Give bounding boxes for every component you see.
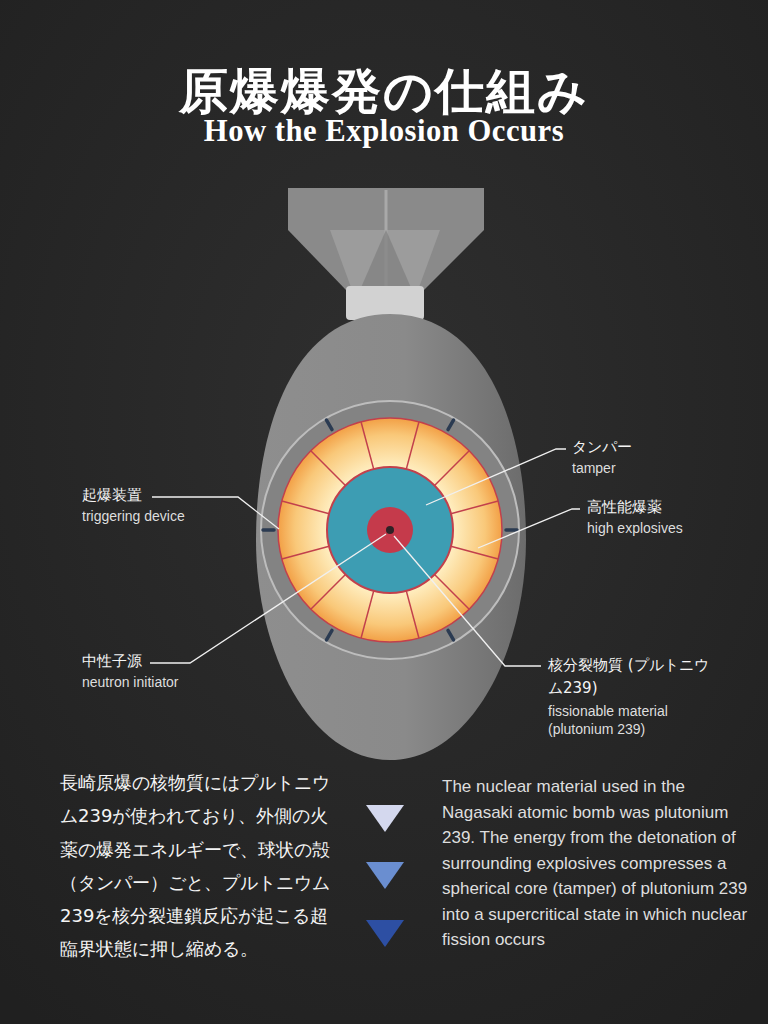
detonator-tick bbox=[327, 420, 333, 430]
segment-line bbox=[406, 591, 419, 638]
part-label: triggering device bbox=[82, 507, 232, 525]
detonator-tick bbox=[327, 630, 333, 640]
title: 原爆爆発の仕組み bbox=[0, 62, 768, 121]
subtitle: How the Explosion Occurs bbox=[0, 113, 768, 150]
detonator-tick bbox=[448, 630, 454, 640]
part-label: 高性能爆薬 bbox=[587, 498, 737, 518]
high-explosive-shell bbox=[278, 418, 502, 642]
neutron-initiator bbox=[386, 526, 394, 534]
part-label: fissionable material (plutonium 239) bbox=[548, 702, 718, 740]
plutonium-core bbox=[367, 507, 413, 553]
segment-line bbox=[451, 546, 498, 559]
detonator-tick bbox=[263, 528, 274, 532]
flow-triangle bbox=[366, 805, 404, 832]
leader-line bbox=[478, 509, 580, 548]
segment-line bbox=[282, 546, 329, 559]
leader-line bbox=[150, 534, 386, 663]
part-label: タンパー bbox=[572, 438, 722, 458]
segment-line bbox=[311, 451, 346, 486]
detonator-tick bbox=[448, 420, 454, 430]
part-label: 中性子源 bbox=[82, 652, 202, 672]
fin-panel bbox=[330, 230, 440, 290]
triggering-devices bbox=[263, 420, 517, 640]
segment-line bbox=[361, 422, 374, 469]
flow-triangle bbox=[366, 862, 404, 889]
segment-line bbox=[361, 591, 374, 638]
flow-triangle bbox=[366, 920, 404, 947]
tamper-sphere bbox=[327, 467, 453, 593]
segment-line bbox=[451, 501, 498, 514]
segment-line bbox=[406, 422, 419, 469]
description-text: The nuclear material used in the Nagasak… bbox=[442, 774, 748, 953]
description-text: 長崎原爆の核物質にはプルトニウム239が使われており、外側の火薬の爆発エネルギー… bbox=[60, 766, 340, 966]
explosive-lens-segments bbox=[282, 422, 498, 638]
bomb-body bbox=[256, 314, 526, 760]
detonator-tick bbox=[506, 528, 517, 532]
part-label: neutron initiator bbox=[82, 673, 232, 691]
casing-ring bbox=[261, 401, 519, 659]
part-label: high explosives bbox=[587, 519, 737, 537]
part-label: 起爆装置 bbox=[82, 486, 202, 506]
part-label: tamper bbox=[572, 459, 722, 477]
tail-fin bbox=[288, 188, 484, 290]
part-label: 核分裂物質 (プルトニウム239) bbox=[548, 654, 718, 701]
segment-line bbox=[282, 501, 329, 514]
fin-shade bbox=[360, 230, 412, 290]
leader-line bbox=[426, 449, 566, 505]
segment-line bbox=[435, 451, 470, 486]
leader-line bbox=[394, 536, 541, 666]
